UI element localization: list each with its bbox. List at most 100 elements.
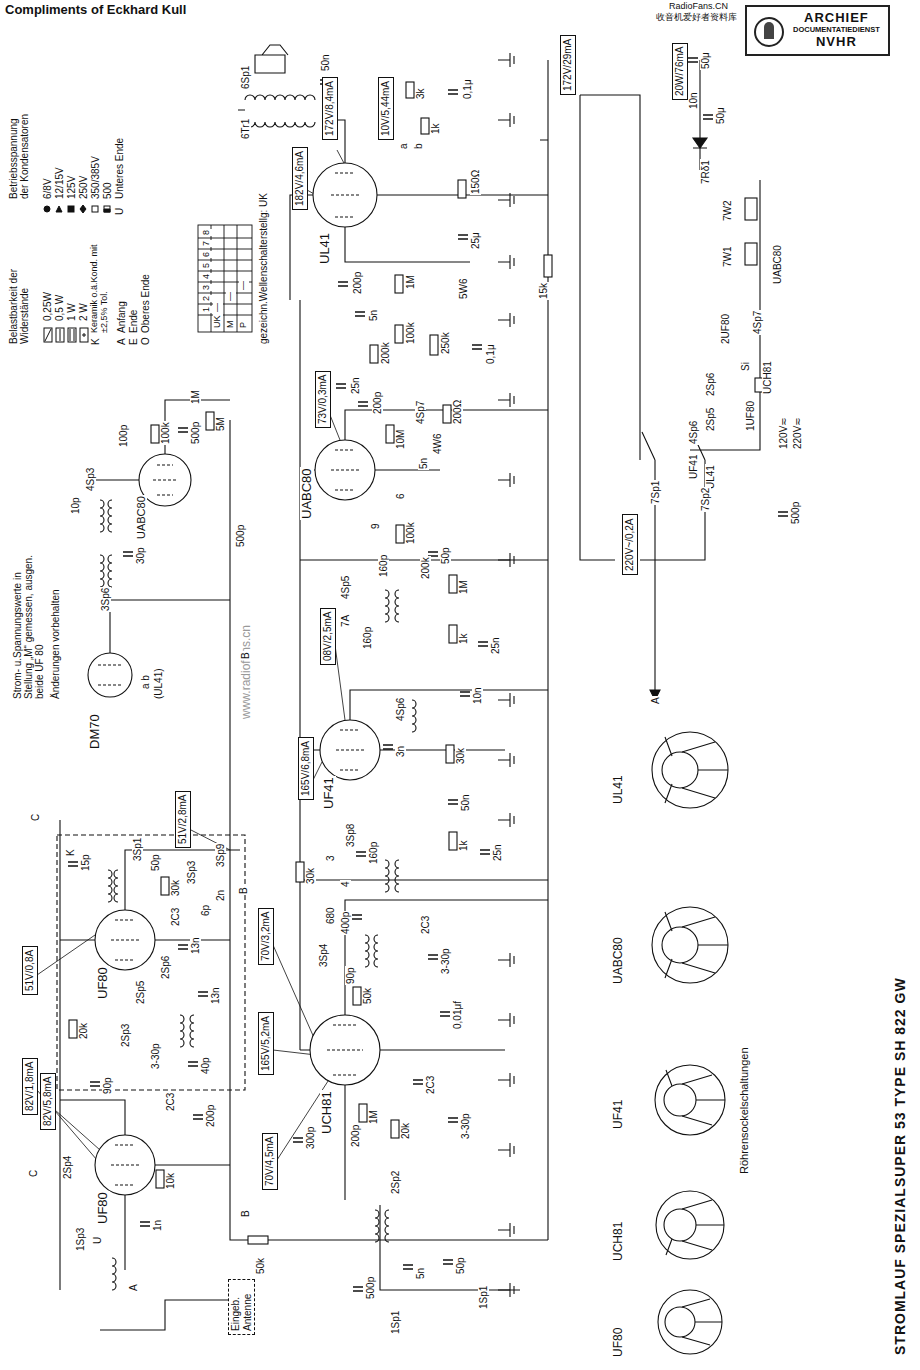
part-label: UF41 <box>688 454 699 480</box>
part-label: 2 <box>202 295 212 302</box>
part-label: 2Sp5 <box>705 407 716 432</box>
socket-tube <box>662 927 698 963</box>
part-label: 500p <box>235 524 246 548</box>
capacitor-mark <box>56 206 62 212</box>
part-label: 7W1 <box>722 245 733 268</box>
part-label: 1Sp3 <box>75 1227 86 1252</box>
sheet-title: STROMLAUF SPEZIALSUPER 53 TYPE SH 822 GW <box>892 977 908 1355</box>
resistor-symbol <box>406 82 414 98</box>
part-label: Strom- u.Spannungswerte in Stellung „M“ … <box>12 548 45 700</box>
part-label: 3Sp9 <box>215 843 226 868</box>
part-label: 2Sp6 <box>160 955 171 980</box>
resistor-symbol <box>421 118 429 134</box>
part-label: Anfang <box>116 300 127 334</box>
part-label: 3n <box>395 745 406 758</box>
measurement-box: 182V/4,6mA <box>292 147 308 210</box>
node-text: 172V/29mA <box>562 39 574 91</box>
part-label: 4W6 <box>432 432 443 455</box>
part-label: UL41 <box>612 774 625 805</box>
part-label: 2C3 <box>165 1092 176 1112</box>
part-label: E <box>128 337 139 346</box>
resistor-symbols <box>69 82 757 1244</box>
resistor-symbol <box>386 425 394 443</box>
node-text: NVHR <box>793 35 880 50</box>
part-label: 50n <box>460 793 471 812</box>
part-label: 4Sp6 <box>688 420 699 445</box>
resistor-symbol <box>370 345 378 363</box>
part-label: 1UF80 <box>745 400 756 432</box>
part-label: 7Sp1 <box>650 480 661 505</box>
potentiometer-symbol <box>430 335 438 355</box>
capacitor-mark <box>92 206 98 212</box>
part-label: 2Sp5 <box>135 980 146 1005</box>
resistor-symbol <box>206 412 214 430</box>
measurement-box: 220V~/0,2A <box>622 514 638 575</box>
table-frame <box>198 225 252 332</box>
part-label: UF41 <box>322 776 336 810</box>
part-label: 2Sp2 <box>390 1170 401 1195</box>
part-label: 2C3 <box>425 1075 436 1095</box>
resistor-symbol <box>544 255 552 277</box>
part-label: 3Sp4 <box>318 943 329 968</box>
part-label: 4Sp7 <box>415 400 426 425</box>
part-label: Änderungen vorbehalten <box>50 588 61 700</box>
part-label: gezeichn.Wellenschalterstellg: UK <box>258 192 269 345</box>
speaker-symbol <box>255 45 288 73</box>
part-label: M <box>226 320 236 330</box>
part-label: UABC80 <box>772 244 783 285</box>
part-label: UABC80 <box>300 467 314 520</box>
part-label: 15p <box>80 853 91 872</box>
resistor-symbol <box>458 180 466 198</box>
part-label: 50μ <box>700 51 711 70</box>
measurement-box: 73V/0,3mA <box>315 371 331 428</box>
capacitor-mark <box>104 209 110 212</box>
part-label: 1 <box>202 306 212 313</box>
resistor-sample-marks <box>45 329 86 341</box>
part-label: UCH81 <box>320 1090 334 1135</box>
socket-circle <box>656 1191 724 1259</box>
socket-tube <box>664 1209 696 1241</box>
node-text: 82V/5,8mA <box>42 1077 54 1126</box>
part-label: 120V≂ <box>778 416 789 450</box>
part-label: 0,25W <box>42 291 53 322</box>
socket-circle <box>655 1065 725 1135</box>
part-label: 1M <box>368 1109 379 1125</box>
part-label: 7Rδ1 <box>700 159 711 185</box>
part-label: 1M <box>458 579 469 595</box>
part-label: U <box>114 207 125 216</box>
measurement-box: 08V/2,5mA <box>320 608 336 665</box>
node-text: 82V/1,8mA <box>24 1062 36 1111</box>
part-label: 6/8V <box>42 177 53 200</box>
part-label: 50n <box>320 53 331 72</box>
resistor-symbol <box>449 575 457 593</box>
resistor-samples <box>44 328 88 342</box>
socket-circle <box>652 907 728 983</box>
part-label: UL41 <box>318 232 332 265</box>
part-label: 220V≂ <box>792 416 803 450</box>
part-label: 0,01μf <box>452 1000 463 1030</box>
part-label: Röhrensockelschaltungen <box>738 1046 750 1175</box>
part-label: RadioFans.CN <box>668 2 729 12</box>
part-label: 0,1μ <box>462 78 473 100</box>
node-text: 165V/6,8mA <box>300 741 312 796</box>
part-label: 6 <box>202 251 212 258</box>
node-text: 182V/4,6mA <box>294 151 306 206</box>
part-label: 4 <box>202 273 212 280</box>
resistor-symbol <box>248 1236 268 1244</box>
part-label: 25n <box>350 376 361 395</box>
part-label: 6Tr1 <box>240 118 251 140</box>
part-label: 50p <box>150 853 161 872</box>
measurement-box: 172V/29mA <box>560 35 576 95</box>
part-label: 10p <box>70 496 81 515</box>
part-label: 3-30p <box>460 1112 471 1140</box>
part-label: 7A <box>340 614 351 628</box>
part-label: K <box>65 848 76 857</box>
coil-symbol <box>100 95 416 1290</box>
part-label: O <box>140 336 151 346</box>
part-label: 3Sp6 <box>100 587 111 612</box>
part-label: 20k <box>400 1122 411 1140</box>
part-label: P <box>239 321 249 329</box>
resistor-symbol <box>396 525 404 543</box>
part-label: a <box>398 142 409 150</box>
resistor-symbol <box>395 275 403 293</box>
